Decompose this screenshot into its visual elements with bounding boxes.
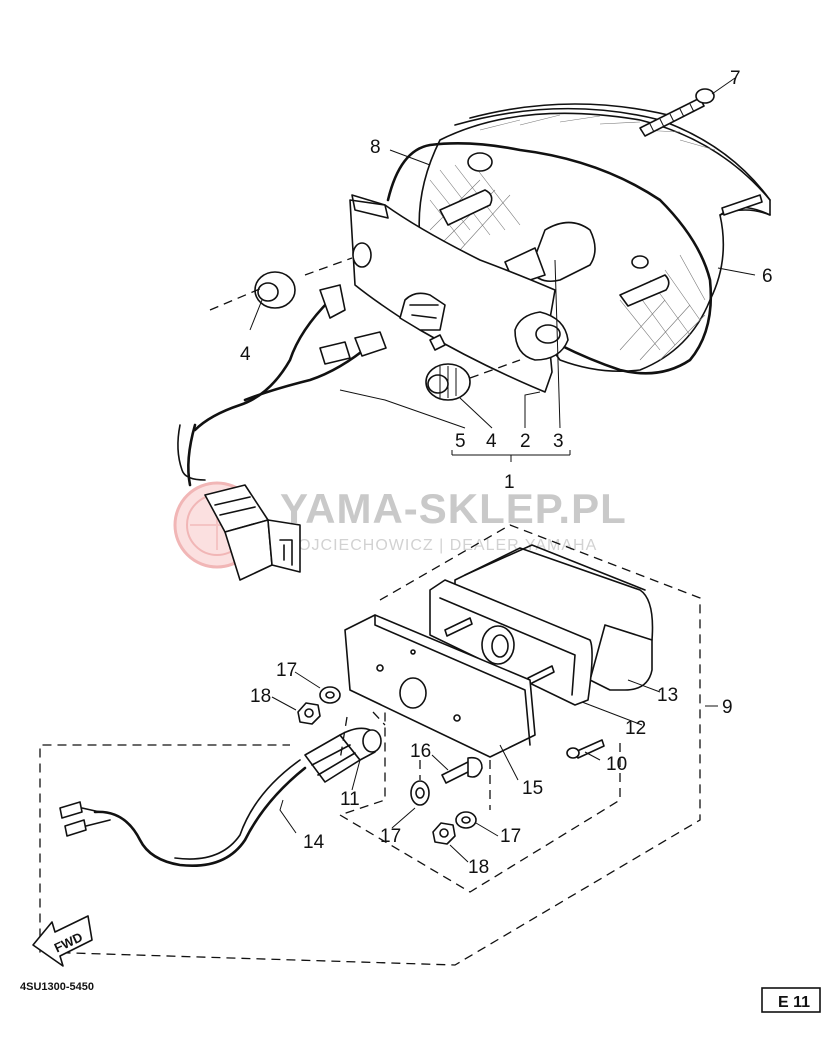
upper-leader-lines (209, 77, 756, 462)
callout-14: 14 (303, 832, 325, 853)
grommet-right (425, 363, 471, 401)
callout-4-left: 4 (240, 344, 251, 365)
wire-harness (177, 284, 387, 581)
callout-12: 12 (625, 718, 646, 739)
figure-code: 4SU1300-5450 (20, 981, 94, 993)
callout-8: 8 (370, 137, 381, 158)
callout-18-a: 18 (250, 686, 271, 707)
grommet-left (254, 271, 296, 309)
tail-light-base-plate (349, 194, 569, 393)
watermark-title: YAMA-SKLEP.PL (280, 485, 627, 532)
callout-7: 7 (730, 68, 741, 89)
callout-18-b: 18 (468, 857, 489, 878)
callout-10: 10 (606, 754, 627, 775)
license-light-assembly: FWD (32, 524, 701, 967)
callout-11: 11 (340, 789, 360, 810)
callout-15: 15 (522, 778, 543, 799)
page-code-box: E 11 (761, 987, 821, 1013)
callout-16: 16 (410, 741, 431, 762)
callout-labels: 8 7 6 4 5 4 2 3 1 17 18 13 9 12 16 10 15… (240, 68, 773, 878)
callout-6: 6 (762, 266, 773, 287)
callout-3: 3 (553, 431, 564, 452)
callout-13: 13 (657, 685, 678, 706)
lower-leader-lines (271, 671, 718, 863)
callout-17-c: 17 (500, 826, 521, 847)
callout-4-right: 4 (486, 431, 497, 452)
page-code: E 11 (778, 994, 810, 1011)
tail-light-assembly (386, 88, 771, 375)
callout-9: 9 (722, 697, 733, 718)
callout-17-b: 17 (380, 826, 401, 847)
callout-5: 5 (455, 431, 466, 452)
callout-1: 1 (504, 472, 515, 493)
callout-2: 2 (520, 431, 531, 452)
callout-17-a: 17 (276, 660, 297, 681)
